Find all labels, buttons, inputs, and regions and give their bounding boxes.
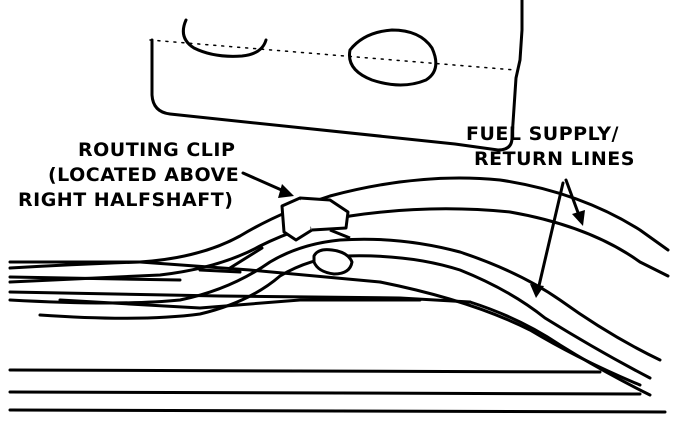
routing-clip-line-1: ROUTING CLIP [78,139,235,161]
line-arrow-shaft-1 [564,178,582,220]
label-fuel-lines: FUEL SUPPLY/ RETURN LINES [466,123,635,170]
label-routing-clip: ROUTING CLIP (LOCATED ABOVE RIGHT HALFSH… [18,139,239,211]
fuel-lines-line-1: FUEL SUPPLY/ [466,123,619,145]
frame-rails [8,260,667,414]
line-arrow-shaft-2 [536,181,565,292]
callout-arrows [241,171,582,292]
routing-clip-line-3: RIGHT HALFSHAFT) [18,189,233,211]
arrow-heads [278,184,585,298]
routing-clip-line-2: (LOCATED ABOVE [48,164,239,186]
fuel-lines-line-2: RETURN LINES [474,148,635,170]
upper-component [149,0,524,152]
clip-arrow-shaft [241,171,288,194]
routing-clip [280,196,354,276]
